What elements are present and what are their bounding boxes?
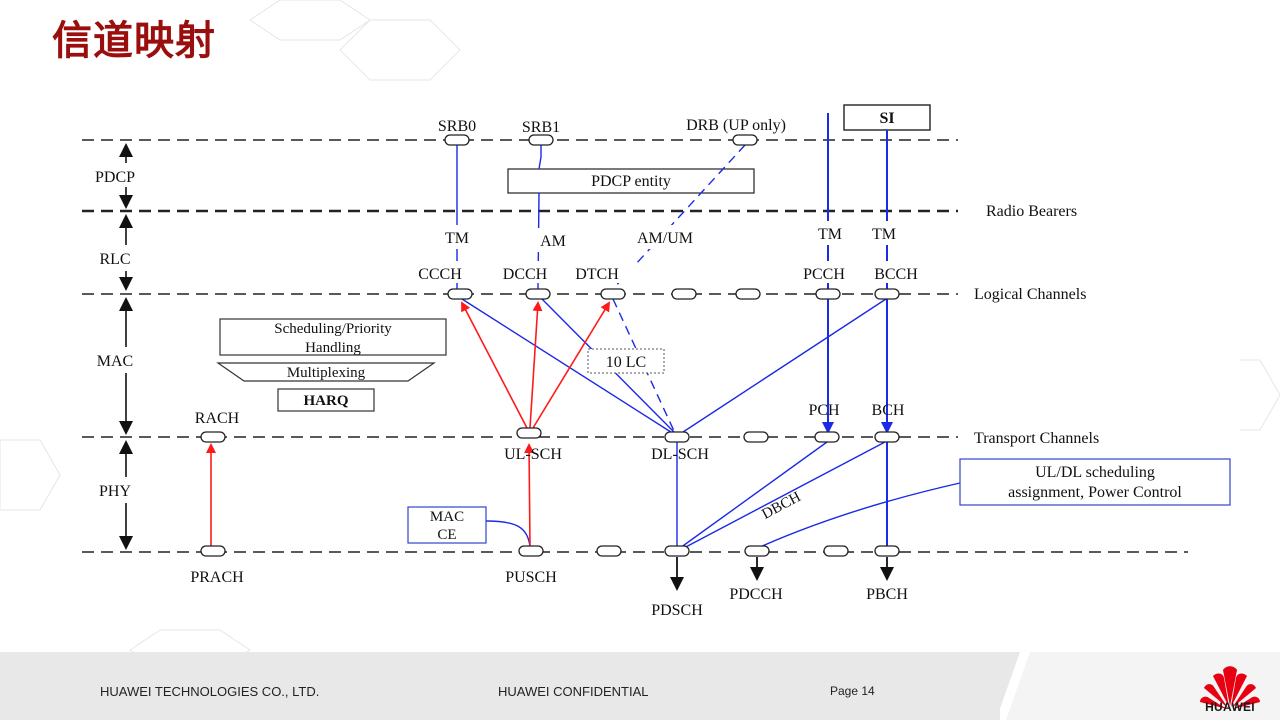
layer-label-mac: MAC xyxy=(97,353,133,370)
pusch-to-ulsch-arrow xyxy=(524,443,535,548)
lc-count-box xyxy=(587,348,665,374)
scheduling-priority-line1: Scheduling/Priority xyxy=(274,321,392,337)
diagram-canvas: PDCP RLC MAC PHY Radio Bearers Logical C… xyxy=(78,104,1231,619)
drb-label: DRB (UP only) xyxy=(686,117,786,134)
logical-label-ccch: CCCH xyxy=(418,266,462,283)
physical-label-pdsch: PDSCH xyxy=(651,602,703,619)
node-ul-sch xyxy=(516,427,542,439)
footer-company: HUAWEI TECHNOLOGIES CO., LTD. xyxy=(100,684,320,699)
ulsch-to-dtch-arrow xyxy=(532,301,611,429)
mac-ce-line1: MAC xyxy=(430,509,464,525)
pch-to-pdsch-line xyxy=(679,441,828,549)
mac-ce-to-pusch-line xyxy=(485,520,531,548)
harq-label: HARQ xyxy=(304,393,349,409)
drb-to-dtch-line xyxy=(612,144,746,290)
layer-label-pdcp: PDCP xyxy=(95,169,135,186)
footer-page-number: Page 14 xyxy=(830,684,875,698)
layer-label-phy: PHY xyxy=(99,483,131,500)
bch-dbch-to-pdsch-line xyxy=(681,441,886,550)
pdcp-entity-label: PDCP entity xyxy=(591,173,671,190)
ccch-to-dlsch-line xyxy=(461,298,675,435)
lc-count-label: 10 LC xyxy=(606,354,646,371)
rlc-mode-am: AM xyxy=(540,233,566,250)
scheduling-to-pdcch-line xyxy=(759,482,961,548)
scheduling-priority-box xyxy=(219,318,447,356)
node-pdsch xyxy=(664,545,690,557)
si-box xyxy=(843,104,931,131)
channel-mapping-diagram: PDCP RLC MAC PHY Radio Bearers Logical C… xyxy=(68,97,1240,625)
logical-label-dcch: DCCH xyxy=(503,266,548,283)
node-dcch xyxy=(525,288,551,300)
node-dtch xyxy=(600,288,626,300)
node-physical-spare-1 xyxy=(596,545,622,557)
huawei-logo-icon xyxy=(1200,666,1260,709)
transport-label-dl-sch: DL-SCH xyxy=(651,446,709,463)
srb1-to-dcch-line xyxy=(538,145,542,170)
node-pcch xyxy=(815,288,841,300)
harq-box xyxy=(277,388,375,412)
srb1-label: SRB1 xyxy=(522,119,560,136)
node-logical-spare-1 xyxy=(671,288,697,300)
multiplexing-label: Multiplexing xyxy=(287,365,366,381)
logical-label-pcch: PCCH xyxy=(803,266,845,283)
node-physical-spare-2 xyxy=(823,545,849,557)
node-ccch xyxy=(447,288,473,300)
logical-label-bcch: BCCH xyxy=(874,266,918,283)
node-bch xyxy=(874,431,900,443)
node-srb0 xyxy=(444,134,470,146)
logical-label-dtch: DTCH xyxy=(575,266,619,283)
pdcp-entity-box xyxy=(507,168,755,194)
node-dl-sch xyxy=(664,431,690,443)
physical-label-prach: PRACH xyxy=(190,569,244,586)
node-rach xyxy=(200,431,226,443)
physical-label-pdcch: PDCCH xyxy=(729,586,783,603)
node-pdcch xyxy=(744,545,770,557)
rlc-mode-tm-bcch: TM xyxy=(872,226,896,243)
node-pbch xyxy=(874,545,900,557)
rlc-mode-tm-pcch: TM xyxy=(818,226,842,243)
transport-label-ul-sch: UL-SCH xyxy=(504,446,562,463)
node-logical-spare-2 xyxy=(735,288,761,300)
transport-label-dbch: DBCH xyxy=(759,489,803,523)
ul-dl-scheduling-line2: assignment, Power Control xyxy=(1008,484,1182,501)
node-bcch xyxy=(874,288,900,300)
node-srb1 xyxy=(528,134,554,146)
dtch-to-dlsch-line xyxy=(612,298,676,434)
ulsch-to-ccch-arrow xyxy=(461,301,528,429)
huawei-logo-text: HUAWEI xyxy=(1205,700,1255,714)
physical-label-pusch: PUSCH xyxy=(505,569,557,586)
transport-label-rach: RACH xyxy=(195,410,240,427)
mac-ce-line2: CE xyxy=(437,527,456,543)
multiplexing-trapezoid xyxy=(216,362,436,382)
ulsch-to-dcch-arrow xyxy=(529,301,543,429)
srb0-label: SRB0 xyxy=(438,118,476,135)
row-label-radio-bearers: Radio Bearers xyxy=(986,203,1077,220)
node-transport-spare xyxy=(743,431,769,443)
slide-title: 信道映射 xyxy=(52,18,216,64)
node-prach xyxy=(200,545,226,557)
node-pusch xyxy=(518,545,544,557)
layer-label-rlc: RLC xyxy=(99,251,130,268)
row-label-transport-channels: Transport Channels xyxy=(974,430,1099,447)
rlc-mode-tm-srb0: TM xyxy=(445,230,469,247)
transport-label-pch: PCH xyxy=(808,402,840,419)
ul-dl-scheduling-box xyxy=(959,458,1231,506)
ul-dl-scheduling-line1: UL/DL scheduling xyxy=(1035,464,1155,481)
node-drb xyxy=(732,134,758,146)
rlc-mode-am-um: AM/UM xyxy=(637,230,693,247)
physical-label-pbch: PBCH xyxy=(866,586,908,603)
row-label-logical-channels: Logical Channels xyxy=(974,286,1086,303)
si-label: SI xyxy=(879,110,894,127)
bcch-to-dlsch-line xyxy=(679,298,887,435)
node-pch xyxy=(814,431,840,443)
mac-ce-box xyxy=(407,506,487,544)
scheduling-priority-line2: Handling xyxy=(305,340,361,356)
footer-confidential: HUAWEI CONFIDENTIAL xyxy=(498,684,649,699)
transport-label-bch: BCH xyxy=(872,402,905,419)
